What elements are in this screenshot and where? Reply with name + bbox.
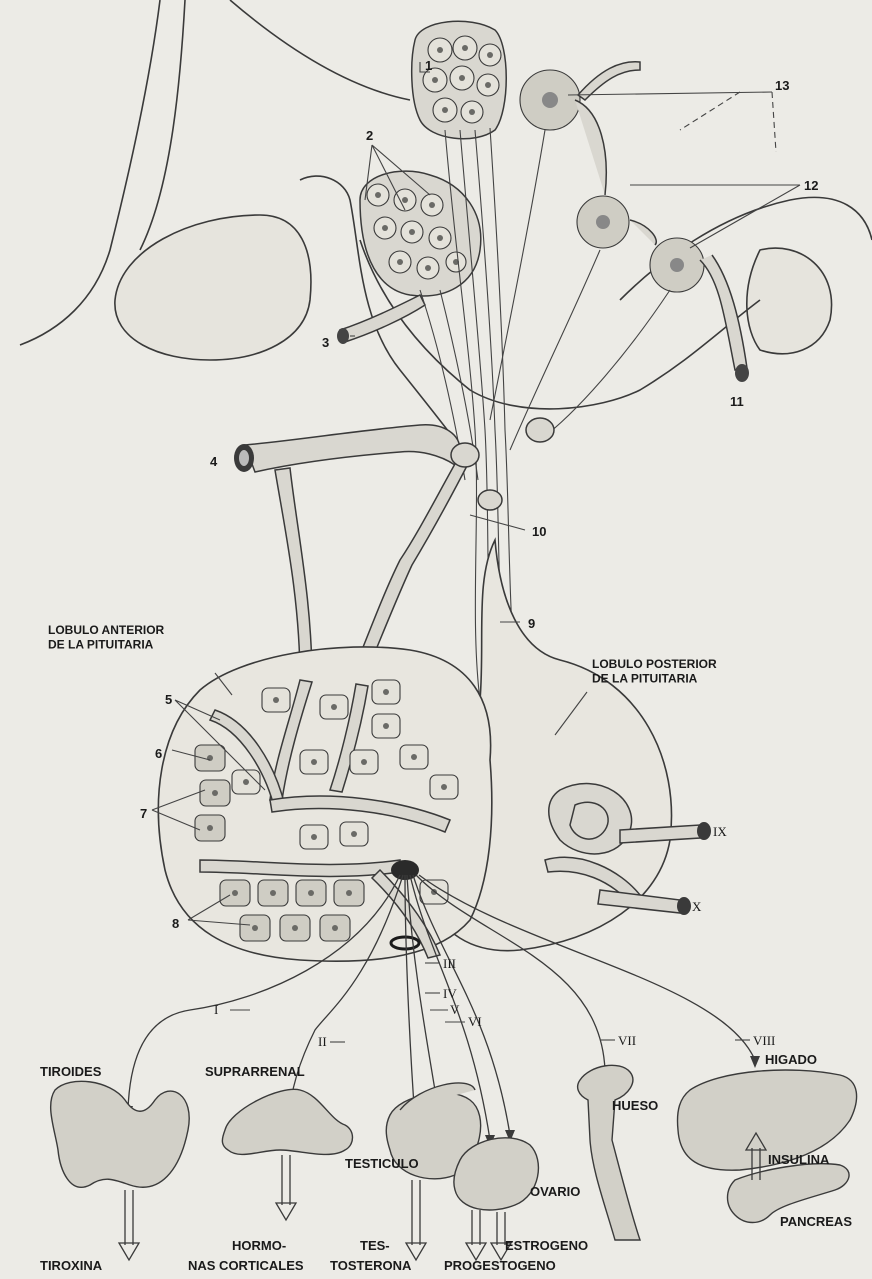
label-IX: IX: [713, 824, 727, 839]
bone: [578, 1065, 640, 1240]
label-13: 13: [775, 78, 789, 93]
label-I: I: [214, 1002, 218, 1017]
label-testosterona-1: TES-: [360, 1238, 390, 1253]
label-2: 2: [366, 128, 373, 143]
label-progestogeno: PROGESTOGENO: [444, 1258, 556, 1273]
label-3: 3: [322, 335, 329, 350]
label-ovario: OVARIO: [530, 1184, 580, 1199]
label-8: 8: [172, 916, 179, 931]
label-IV: IV: [443, 986, 457, 1001]
paraventricular-nucleus: [360, 171, 481, 296]
label-hueso: HUESO: [612, 1098, 658, 1113]
label-1: 1: [425, 58, 432, 73]
label-12: 12: [804, 178, 818, 193]
neurosecretory-cells: [520, 62, 747, 370]
label-VII: VII: [618, 1033, 636, 1048]
label-suprarrenal: SUPRARRENAL: [205, 1064, 305, 1079]
vessel-11-lumen: [735, 364, 749, 382]
label-6: 6: [155, 746, 162, 761]
vessel-3: [340, 295, 425, 342]
label-V: V: [450, 1002, 460, 1017]
label-7: 7: [140, 806, 147, 821]
label-5: 5: [165, 692, 172, 707]
label-X: X: [692, 899, 702, 914]
thyroid-gland: [51, 1081, 190, 1187]
vessel-3-lumen: [337, 328, 349, 344]
label-testosterona-2: TOSTERONA: [330, 1258, 412, 1273]
label-VI: VI: [468, 1014, 482, 1029]
label-testiculo: TESTICULO: [345, 1156, 419, 1171]
supraoptic-nucleus: [412, 21, 507, 138]
label-insulina: INSULINA: [768, 1152, 830, 1167]
label-11: 11: [730, 394, 744, 409]
label-tiroxina: TIROXINA: [40, 1258, 103, 1273]
adrenal-gland: [222, 1089, 352, 1154]
label-hormonas-2: NAS CORTICALES: [188, 1258, 304, 1273]
label-pancreas: PANCREAS: [780, 1214, 852, 1229]
label-hormonas-1: HORMO-: [232, 1238, 286, 1253]
label-tiroides: TIROIDES: [40, 1064, 102, 1079]
label-estrogeno: ESTROGENO: [505, 1238, 588, 1253]
label-III: III: [443, 956, 456, 971]
label-10: 10: [532, 524, 546, 539]
label-higado: HIGADO: [765, 1052, 817, 1067]
label-9: 9: [528, 616, 535, 631]
label-4: 4: [210, 454, 218, 469]
label-VIII: VIII: [753, 1033, 775, 1048]
label-II: II: [318, 1034, 327, 1049]
